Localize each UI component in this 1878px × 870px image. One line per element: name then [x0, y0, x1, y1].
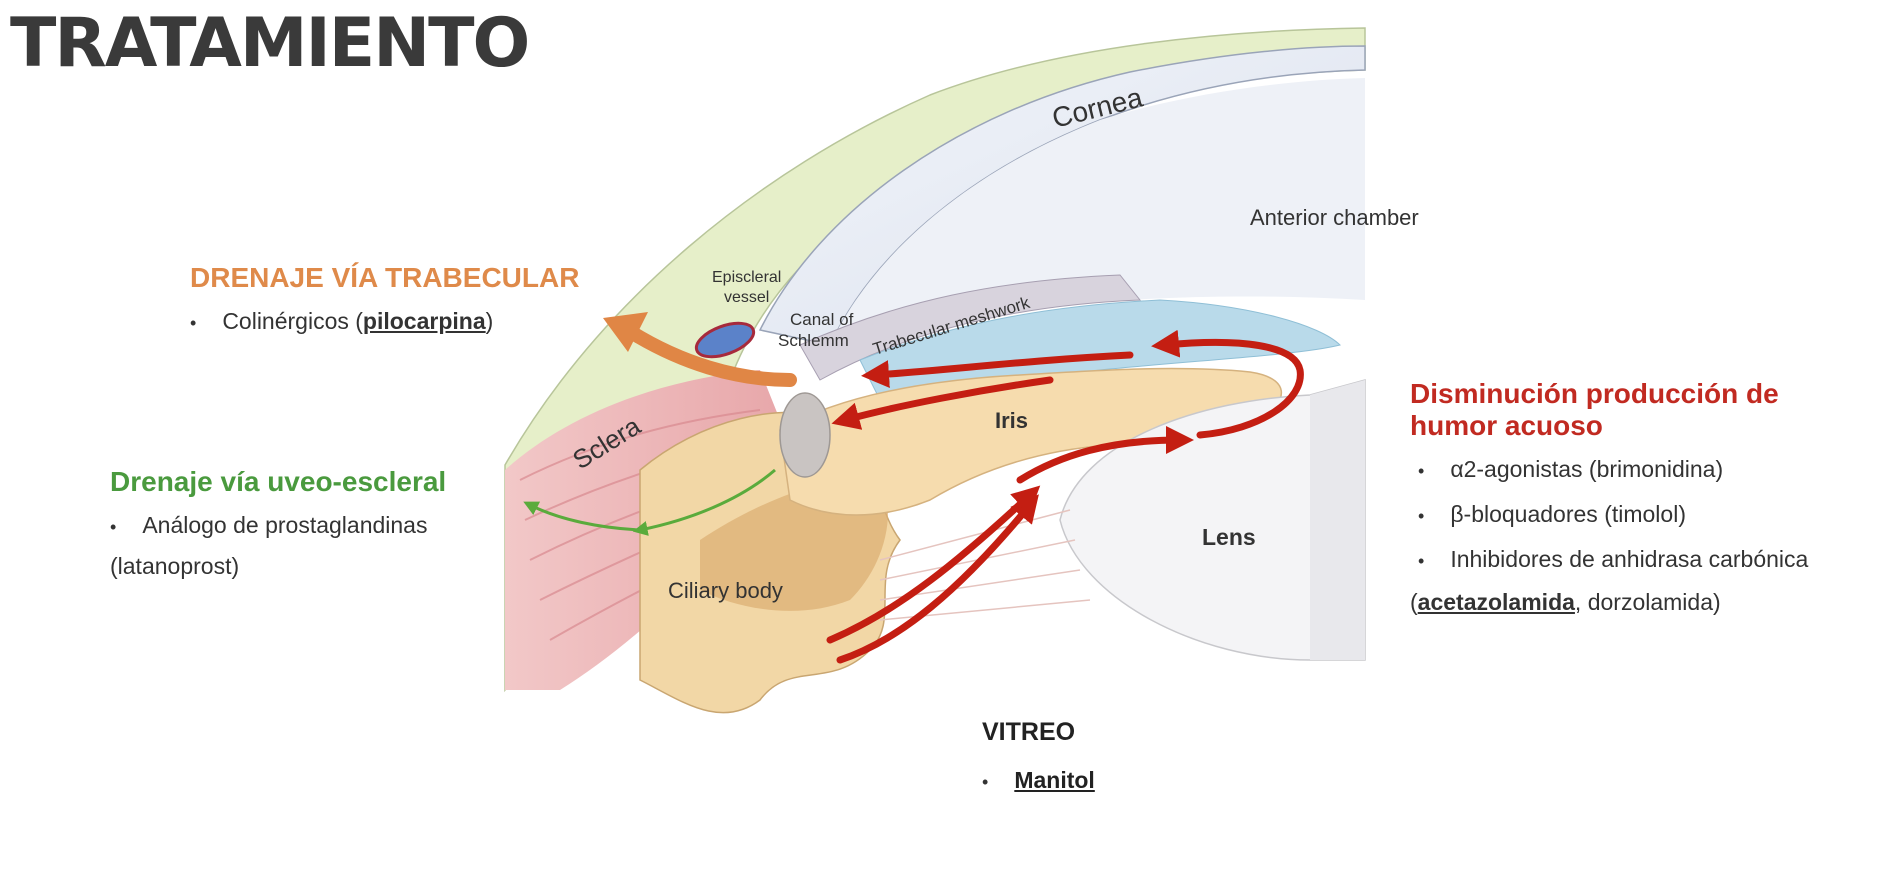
bullet-icon: • — [190, 313, 197, 333]
vitreo-heading: VITREO — [982, 718, 1076, 746]
episcleral-vessel-label-2: vessel — [724, 289, 769, 306]
uveoscleral-section: Drenaje vía uveo-escleral • Análogo de p… — [110, 466, 446, 580]
aqueous-arrow-1 — [836, 494, 1039, 664]
vitreo-item: Manitol — [1014, 767, 1095, 793]
production-heading-line1: Disminución producción de — [1410, 378, 1779, 409]
canal-of-schlemm — [779, 392, 831, 478]
list-item: • α2-agonistas (brimonidina) — [1418, 456, 1808, 483]
list-item: • Inhibidores de anhidrasa carbónica — [1418, 546, 1808, 573]
lens-label: Lens — [1202, 524, 1256, 550]
uveoscleral-heading: Drenaje vía uveo-escleral — [110, 466, 447, 497]
aqueous-arrow-5 — [861, 351, 1134, 389]
production-item-2: β-bloquadores (timolol) — [1450, 501, 1686, 527]
production-item-1: α2-agonistas (brimonidina) — [1450, 456, 1724, 482]
aqueous-arrow-2 — [826, 485, 1041, 644]
list-item: • Análogo de prostaglandinas — [110, 512, 446, 539]
list-item: • β-bloquadores (timolol) — [1418, 501, 1808, 528]
bullet-icon: • — [1418, 551, 1425, 571]
bullet-icon: • — [982, 772, 989, 792]
page-title: TRATAMIENTO — [10, 4, 530, 83]
uveoscleral-arrow-2 — [523, 501, 641, 532]
trabecular-item: Colinérgicos (pilocarpina) — [222, 308, 494, 334]
episcleral-vessel — [694, 321, 756, 359]
bullet-icon: • — [110, 517, 117, 537]
production-heading-line2: humor acuoso — [1410, 410, 1603, 441]
canal-of-schlemm-label-2: Schlemm — [778, 331, 849, 350]
aqueous-arrow-3 — [1016, 426, 1194, 484]
uveoscleral-item-line1: Análogo de prostaglandinas — [142, 512, 428, 538]
aqueous-arrow-6 — [831, 376, 1054, 430]
production-item-4: (acetazolamida, dorzolamida) — [1410, 589, 1721, 615]
drug-name: pilocarpina — [362, 308, 486, 334]
uveoscleral-item-line2: (latanoprost) — [110, 553, 240, 579]
anterior-chamber-label: Anterior chamber — [1250, 205, 1419, 230]
production-item-3: Inhibidores de anhidrasa carbónica — [1450, 546, 1809, 572]
episcleral-vessel-label-1: Episcleral — [712, 269, 781, 286]
uveoscleral-arrow-1 — [632, 468, 776, 536]
drug-name: acetazolamida — [1417, 589, 1575, 615]
trabecular-meshwork — [799, 274, 1142, 381]
list-item: • Manitol — [982, 767, 1095, 794]
list-item: • Colinérgicos (pilocarpina) — [190, 308, 579, 335]
trabecular-section: DRENAJE VÍA TRABECULAR • Colinérgicos (p… — [190, 262, 579, 335]
bullet-icon: • — [1418, 506, 1425, 526]
vitreo-section: VITREO • Manitol — [982, 718, 1095, 794]
ciliary-body-label: Ciliary body — [668, 578, 783, 603]
trabecular-outflow-arrow — [613, 318, 797, 387]
iris-label: Iris — [995, 408, 1028, 433]
production-section: Disminución producción de humor acuoso •… — [1410, 378, 1808, 616]
trabecular-heading: DRENAJE VÍA TRABECULAR — [190, 262, 580, 293]
aqueous-arrow-4 — [1151, 329, 1304, 439]
bullet-icon: • — [1418, 461, 1425, 481]
canal-of-schlemm-label-1: Canal of — [790, 310, 854, 329]
